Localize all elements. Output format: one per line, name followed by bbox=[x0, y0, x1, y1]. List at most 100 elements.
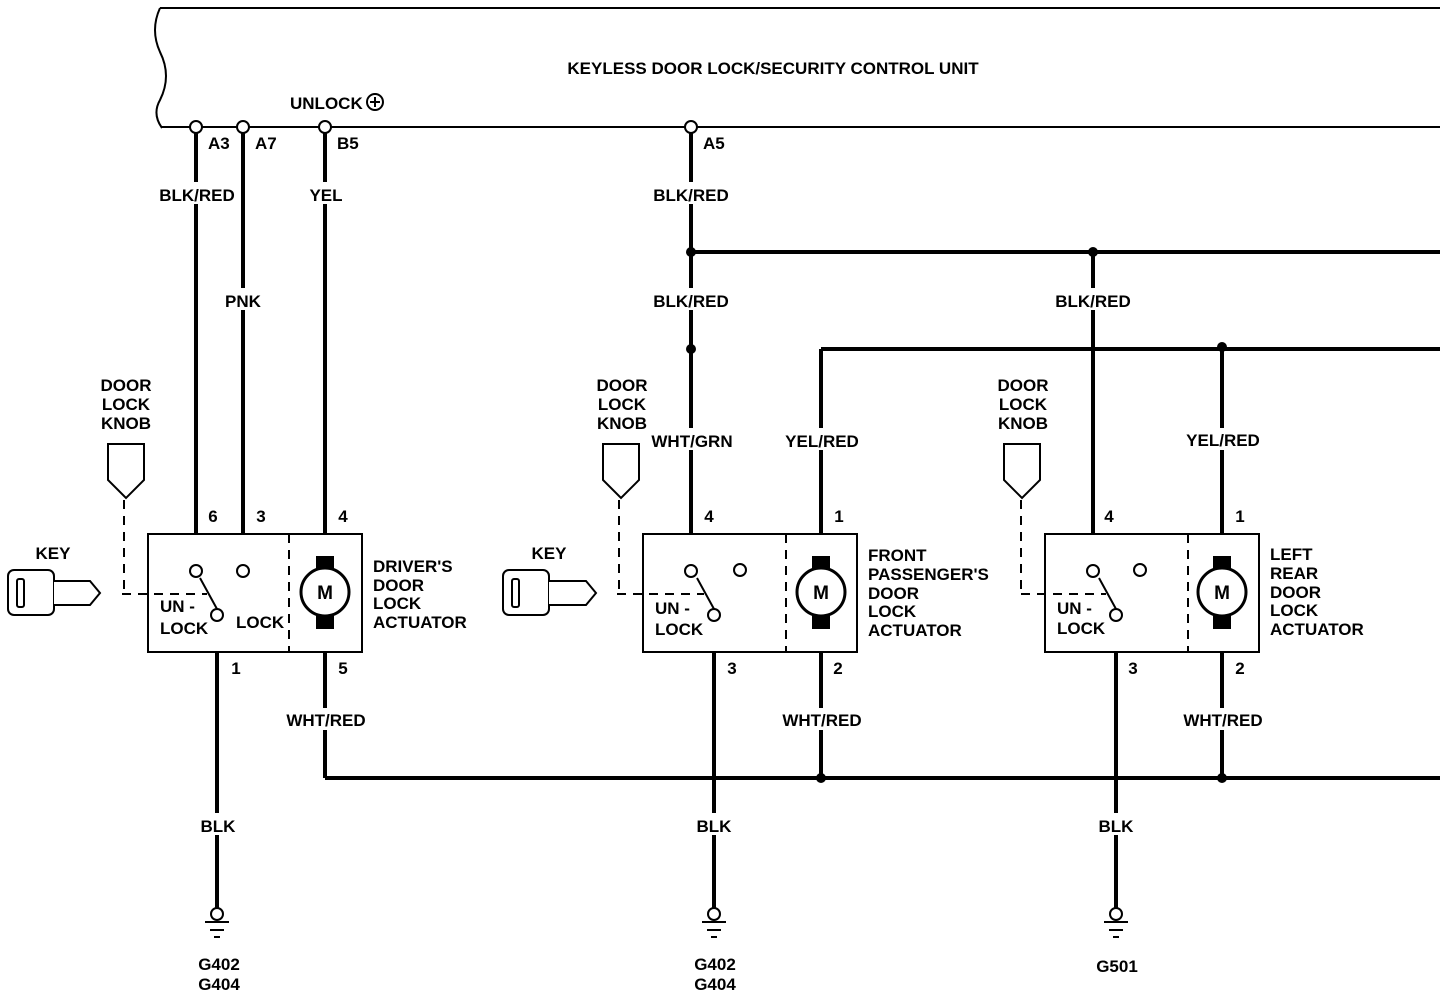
rear-ground: G501 bbox=[1096, 907, 1138, 976]
wire-label-rear-return: WHT/RED bbox=[1183, 711, 1262, 730]
passenger-pin-switch: 4 bbox=[704, 507, 714, 526]
wire-label-rear-motor: YEL/RED bbox=[1186, 431, 1260, 450]
pin-a5: A5 bbox=[703, 134, 725, 153]
plus-icon bbox=[366, 93, 384, 111]
driver-key: KEY bbox=[7, 544, 102, 616]
driver-pin-unlock: 6 bbox=[208, 507, 217, 526]
rear-pin-motor-out: 2 bbox=[1235, 659, 1244, 678]
svg-text:ACTUATOR: ACTUATOR bbox=[1270, 620, 1364, 639]
control-unit-outline bbox=[154, 7, 167, 129]
wire-label-passenger-motor: YEL/RED bbox=[785, 432, 859, 451]
ground-label: G501 bbox=[1096, 957, 1138, 976]
terminal-a7 bbox=[236, 120, 250, 134]
passenger-pin-common: 3 bbox=[727, 659, 736, 678]
wire-label-passenger-ground: BLK bbox=[697, 817, 733, 836]
passenger-ground: G402 G404 bbox=[694, 907, 736, 994]
driver-switch-blade bbox=[199, 577, 218, 610]
driver-motor-icon bbox=[299, 566, 351, 618]
svg-text:DOOR: DOOR bbox=[597, 376, 648, 395]
rear-actuator: 4 1 3 2 UN - LOCK M LEFT REAR DOOR LOCK … bbox=[1021, 507, 1364, 678]
svg-text:DOOR: DOOR bbox=[373, 576, 424, 595]
svg-text:DOOR: DOOR bbox=[101, 376, 152, 395]
driver-motor-label: M bbox=[317, 583, 333, 604]
svg-text:LOCK: LOCK bbox=[102, 395, 151, 414]
driver-pin-common: 1 bbox=[231, 659, 240, 678]
passenger-pin-motor-in: 1 bbox=[834, 507, 843, 526]
driver-ground: G402 G404 bbox=[198, 907, 240, 994]
rear-pin-motor-in: 1 bbox=[1235, 507, 1244, 526]
passenger-key: KEY bbox=[502, 544, 598, 616]
wire-label-a3: BLK/RED bbox=[159, 186, 235, 205]
svg-text:REAR: REAR bbox=[1270, 564, 1318, 583]
rear-pin-switch: 4 bbox=[1104, 507, 1114, 526]
passenger-pin-motor-out: 2 bbox=[833, 659, 842, 678]
junctions bbox=[686, 247, 1227, 783]
rear-switch-blade bbox=[1098, 577, 1117, 610]
driver-pin-lock: 3 bbox=[256, 507, 265, 526]
svg-text:KNOB: KNOB bbox=[101, 414, 151, 433]
rear-door-lock-knob: DOOR LOCK KNOB bbox=[998, 376, 1049, 594]
passenger-actuator-name: FRONT bbox=[868, 546, 927, 565]
ground-label: G402 bbox=[198, 955, 240, 974]
wire-label-passenger-return: WHT/RED bbox=[782, 711, 861, 730]
wire-labels: BLK/RED PNK YEL BLK/RED BLK/RED WHT/GRN … bbox=[159, 182, 1265, 836]
rear-motor-icon bbox=[1196, 566, 1248, 618]
junction-dot bbox=[1088, 247, 1098, 257]
svg-text:UN -: UN - bbox=[1057, 599, 1092, 618]
wire-label-rear-ground: BLK bbox=[1099, 817, 1135, 836]
svg-text:M: M bbox=[813, 583, 829, 604]
wire-label-rear-switch: BLK/RED bbox=[1055, 292, 1131, 311]
driver-lock-label: LOCK bbox=[236, 613, 285, 632]
driver-unlock-label-1: UN - bbox=[160, 597, 195, 616]
svg-text:ACTUATOR: ACTUATOR bbox=[373, 613, 467, 632]
control-unit-title: KEYLESS DOOR LOCK/SECURITY CONTROL UNIT bbox=[567, 59, 979, 78]
svg-text:LOCK: LOCK bbox=[655, 620, 704, 639]
svg-text:LOCK: LOCK bbox=[1057, 619, 1106, 638]
svg-text:KEY: KEY bbox=[532, 544, 568, 563]
driver-door-lock-knob: DOOR LOCK KNOB bbox=[101, 376, 152, 594]
svg-text:LOCK: LOCK bbox=[373, 594, 422, 613]
svg-text:KNOB: KNOB bbox=[597, 414, 647, 433]
svg-text:G404: G404 bbox=[198, 975, 240, 994]
svg-text:DOOR: DOOR bbox=[998, 376, 1049, 395]
key-icon bbox=[502, 569, 550, 616]
junction-dot bbox=[1217, 773, 1227, 783]
junction-dot bbox=[816, 773, 826, 783]
svg-text:UN -: UN - bbox=[655, 599, 690, 618]
svg-text:LOCK: LOCK bbox=[598, 395, 647, 414]
terminal-a5 bbox=[684, 120, 698, 134]
wires bbox=[194, 127, 1440, 910]
driver-actuator: 6 3 4 1 5 UN - LOCK LOCK M DRIVER'S DOOR… bbox=[122, 507, 467, 678]
knob-icon bbox=[602, 443, 640, 500]
wire-label-driver-return: WHT/RED bbox=[286, 711, 365, 730]
rear-pin-common: 3 bbox=[1128, 659, 1137, 678]
terminal-b5 bbox=[318, 120, 332, 134]
terminal-a3 bbox=[189, 120, 203, 134]
svg-text:ACTUATOR: ACTUATOR bbox=[868, 621, 962, 640]
driver-pin-motor-in: 4 bbox=[338, 507, 348, 526]
unit-terminals bbox=[189, 120, 698, 134]
svg-text:LOCK: LOCK bbox=[868, 602, 917, 621]
svg-text:M: M bbox=[1214, 583, 1230, 604]
pin-a7: A7 bbox=[255, 134, 277, 153]
driver-pin-motor-out: 5 bbox=[338, 659, 347, 678]
passenger-motor-icon bbox=[795, 566, 847, 618]
wire-label-passenger-switch: WHT/GRN bbox=[651, 432, 732, 451]
svg-text:KNOB: KNOB bbox=[998, 414, 1048, 433]
svg-text:KEY: KEY bbox=[36, 544, 72, 563]
unlock-label: UNLOCK bbox=[290, 94, 363, 113]
junction-dot bbox=[686, 247, 696, 257]
ground-label: G402 bbox=[694, 955, 736, 974]
pin-a3: A3 bbox=[208, 134, 230, 153]
wire-label-passenger-feed: BLK/RED bbox=[653, 292, 729, 311]
wire-label-a5: BLK/RED bbox=[653, 186, 729, 205]
passenger-switch-blade bbox=[696, 577, 715, 610]
svg-text:PASSENGER'S: PASSENGER'S bbox=[868, 565, 989, 584]
driver-actuator-name: DRIVER'S bbox=[373, 557, 453, 576]
rear-actuator-name: LEFT bbox=[1270, 545, 1313, 564]
svg-text:LOCK: LOCK bbox=[1270, 601, 1319, 620]
control-unit: KEYLESS DOOR LOCK/SECURITY CONTROL UNIT … bbox=[154, 7, 1440, 153]
passenger-door-lock-knob: DOOR LOCK KNOB bbox=[597, 376, 648, 594]
pin-b5: B5 bbox=[337, 134, 359, 153]
